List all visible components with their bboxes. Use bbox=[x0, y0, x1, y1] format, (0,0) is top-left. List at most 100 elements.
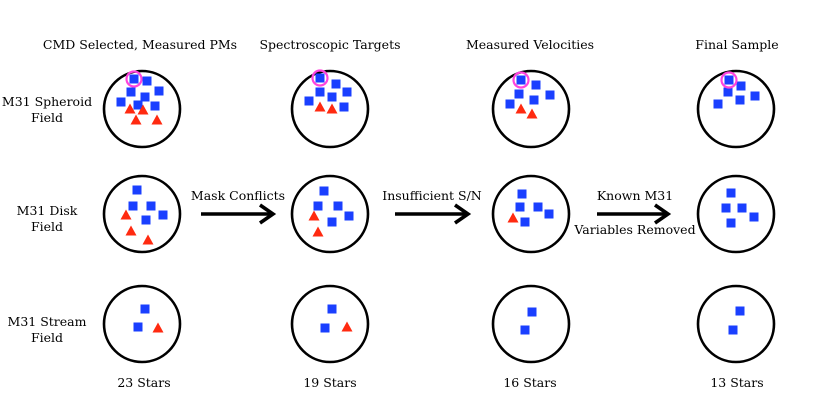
square-star-marker bbox=[505, 99, 515, 109]
field-stars-spheroid-final bbox=[713, 71, 760, 109]
arrow-mask-conflicts bbox=[201, 203, 277, 225]
square-star-marker bbox=[319, 186, 329, 196]
square-star-marker bbox=[327, 304, 337, 314]
field-stars-stream-final bbox=[728, 306, 745, 335]
square-star-marker bbox=[721, 203, 731, 213]
square-star-marker bbox=[723, 87, 733, 97]
square-star-marker bbox=[724, 75, 734, 85]
square-star-marker bbox=[158, 210, 168, 220]
field-circle-disk-final bbox=[696, 174, 776, 254]
field-stars-stream-spectroscopic bbox=[320, 304, 353, 333]
field-stars-stream-velocities bbox=[520, 307, 537, 335]
star-count-spectroscopic: 19 Stars bbox=[303, 375, 356, 390]
triangle-star-marker bbox=[526, 108, 538, 119]
square-star-marker bbox=[531, 80, 541, 90]
triangle-star-marker bbox=[308, 210, 320, 221]
field-stars-disk-velocities bbox=[507, 189, 554, 227]
square-star-marker bbox=[726, 188, 736, 198]
square-star-marker bbox=[749, 212, 759, 222]
field-circle-spheroid-final bbox=[696, 69, 776, 149]
arrow-variables-removed bbox=[597, 203, 672, 225]
square-star-marker bbox=[713, 99, 723, 109]
square-star-marker bbox=[327, 217, 337, 227]
transition-label-variables-removed: Variables Removed bbox=[573, 222, 695, 237]
triangle-star-marker bbox=[120, 209, 132, 220]
field-circle-spheroid-cmd bbox=[102, 69, 182, 149]
row-label-stream-line1: M31 Stream bbox=[8, 314, 87, 329]
square-star-marker bbox=[544, 209, 554, 219]
triangle-star-marker bbox=[152, 322, 164, 333]
square-star-marker bbox=[141, 215, 151, 225]
column-title-spectroscopic: Spectroscopic Targets bbox=[259, 37, 400, 52]
column-title-velocities: Measured Velocities bbox=[466, 37, 594, 52]
triangle-star-marker bbox=[125, 225, 137, 236]
square-star-marker bbox=[146, 201, 156, 211]
square-star-marker bbox=[514, 89, 524, 99]
star-count-cmd: 23 Stars bbox=[117, 375, 170, 390]
row-label-stream-line2: Field bbox=[31, 330, 63, 345]
highlight-ring-marker bbox=[125, 70, 143, 88]
highlight-ring-marker bbox=[311, 69, 329, 87]
triangle-star-marker bbox=[151, 114, 163, 125]
arrow-insufficient-sn bbox=[395, 203, 472, 225]
transition-label-insufficient-sn: Insufficient S/N bbox=[382, 188, 482, 203]
square-star-marker bbox=[315, 87, 325, 97]
square-star-marker bbox=[735, 306, 745, 316]
square-star-marker bbox=[133, 100, 143, 110]
field-circle-stream-cmd bbox=[102, 284, 182, 364]
square-star-marker bbox=[333, 201, 343, 211]
triangle-star-marker bbox=[507, 212, 519, 223]
square-star-marker bbox=[750, 91, 760, 101]
row-label-spheroid-line2: Field bbox=[31, 110, 63, 125]
triangle-star-marker bbox=[312, 226, 324, 237]
square-star-marker bbox=[132, 185, 142, 195]
square-star-marker bbox=[313, 201, 323, 211]
square-star-marker bbox=[339, 102, 349, 112]
triangle-star-marker bbox=[130, 114, 142, 125]
field-circle-spheroid-velocities bbox=[491, 69, 571, 149]
square-star-marker bbox=[527, 307, 537, 317]
square-star-marker bbox=[116, 97, 126, 107]
triangle-star-marker bbox=[326, 103, 338, 114]
field-stars-spheroid-spectroscopic bbox=[304, 69, 352, 114]
square-star-marker bbox=[520, 325, 530, 335]
square-star-marker bbox=[320, 323, 330, 333]
field-circle-disk-cmd bbox=[102, 174, 182, 254]
star-markers bbox=[116, 69, 760, 335]
square-star-marker bbox=[515, 202, 525, 212]
triangle-star-marker bbox=[341, 321, 353, 332]
square-star-marker bbox=[517, 189, 527, 199]
transition-label-known-m31: Known M31 bbox=[597, 188, 673, 203]
field-circle-spheroid-spectroscopic bbox=[290, 69, 370, 149]
row-label-disk-line1: M31 Disk bbox=[17, 203, 78, 218]
field-stars-stream-cmd bbox=[133, 304, 164, 333]
field-stars-disk-spectroscopic bbox=[308, 186, 354, 237]
square-star-marker bbox=[315, 73, 325, 83]
field-circle-stream-velocities bbox=[491, 284, 571, 364]
square-star-marker bbox=[142, 76, 152, 86]
square-star-marker bbox=[331, 79, 341, 89]
square-star-marker bbox=[533, 202, 543, 212]
highlight-ring-marker bbox=[512, 71, 530, 89]
field-stars-disk-final bbox=[721, 188, 759, 228]
square-star-marker bbox=[140, 92, 150, 102]
square-star-marker bbox=[150, 101, 160, 111]
triangle-star-marker bbox=[137, 104, 149, 115]
square-star-marker bbox=[736, 81, 746, 91]
square-star-marker bbox=[327, 92, 337, 102]
column-title-final: Final Sample bbox=[695, 37, 778, 52]
field-circle-disk-spectroscopic bbox=[290, 174, 370, 254]
square-star-marker bbox=[129, 74, 139, 84]
square-star-marker bbox=[342, 87, 352, 97]
square-star-marker bbox=[735, 95, 745, 105]
square-star-marker bbox=[344, 211, 354, 221]
square-star-marker bbox=[140, 304, 150, 314]
field-stars-spheroid-cmd bbox=[116, 70, 164, 125]
triangle-star-marker bbox=[314, 101, 326, 112]
field-circle-stream-spectroscopic bbox=[290, 284, 370, 364]
transition-label-mask-conflicts: Mask Conflicts bbox=[191, 188, 285, 203]
field-stars-disk-cmd bbox=[120, 185, 168, 245]
square-star-marker bbox=[737, 203, 747, 213]
field-circle-disk-velocities bbox=[491, 174, 571, 254]
